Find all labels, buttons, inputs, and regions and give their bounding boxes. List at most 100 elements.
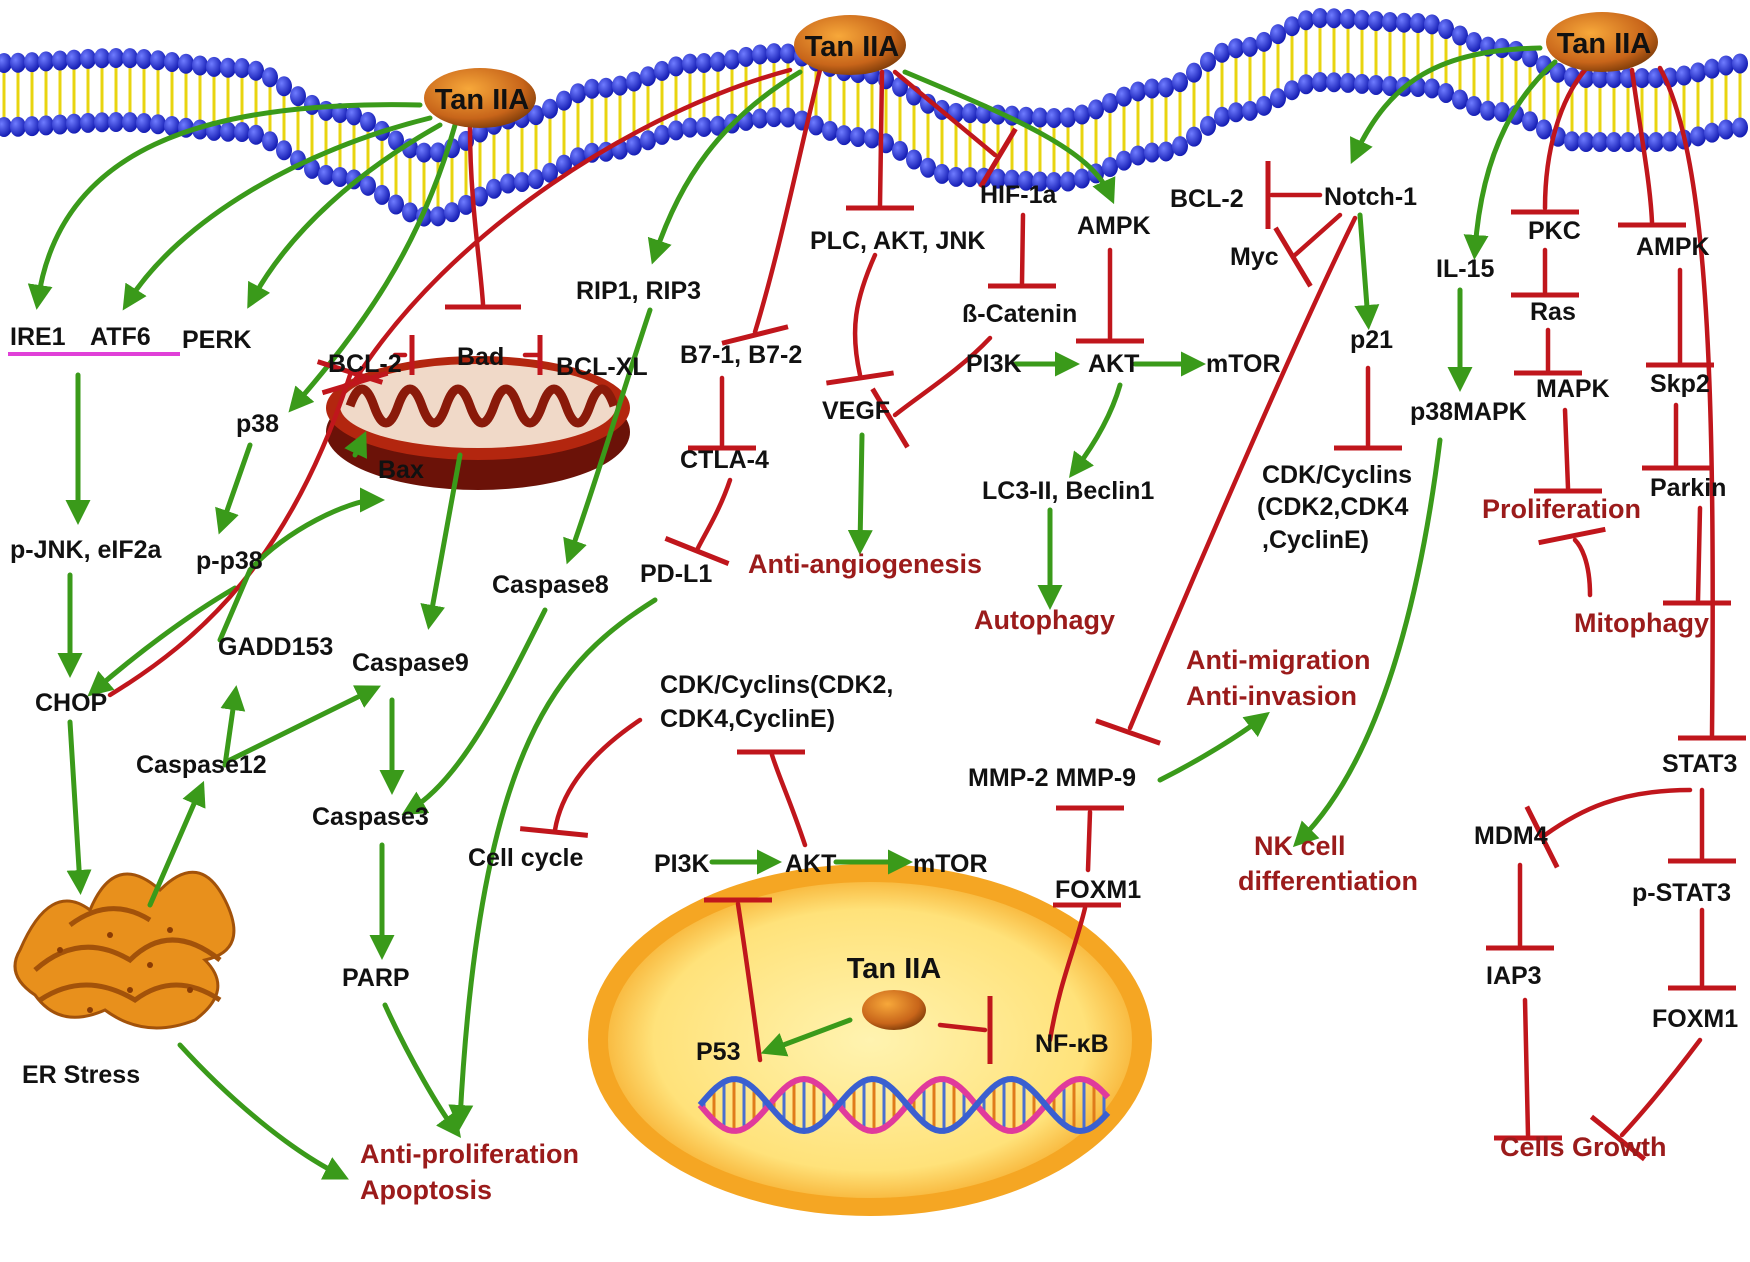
node-cdk-cyclins-right-1: CDK/Cyclins — [1262, 461, 1412, 489]
lipid-head — [640, 130, 656, 151]
lipid-head — [556, 154, 572, 175]
lipid-head — [710, 51, 726, 72]
lipid-head — [1606, 132, 1622, 152]
node-b7: B7-1, B7-2 — [680, 341, 802, 369]
lipid-head — [556, 90, 572, 111]
activation-arrow — [760, 1017, 853, 1057]
lipid-head — [1032, 107, 1048, 128]
lipid-head — [1060, 171, 1076, 192]
lipid-head — [1130, 145, 1146, 166]
lipid-head — [1606, 68, 1622, 88]
lipid-head — [416, 142, 432, 163]
node-myc: Myc — [1230, 243, 1279, 271]
activation-arrow — [87, 585, 238, 697]
activation-arrow — [27, 102, 423, 310]
lipid-head — [0, 52, 12, 73]
lipid-head — [1718, 119, 1734, 140]
lipid-head — [1214, 106, 1230, 127]
lipid-head — [1228, 102, 1244, 123]
lipid-head — [374, 184, 390, 205]
lipid-head — [164, 51, 180, 72]
inhibition-line — [1542, 67, 1588, 211]
inhibition-line — [552, 717, 643, 833]
activation-arrow — [215, 442, 253, 535]
lipid-head — [1116, 86, 1132, 107]
outcome-proliferation: Proliferation — [1482, 494, 1641, 524]
lipid-head — [1396, 12, 1412, 33]
lipid-head — [1284, 16, 1300, 37]
node-p38mapk: p38MAPK — [1410, 398, 1527, 426]
node-cdk-cyclins-center-2: CDK4,CyclinE) — [660, 705, 835, 733]
node-p53: P53 — [696, 1038, 740, 1066]
node-foxm1-center: FOXM1 — [1055, 876, 1141, 904]
node-parkin: Parkin — [1650, 474, 1726, 502]
lipid-head — [430, 142, 446, 163]
inhibition-bar — [519, 826, 589, 838]
inhibition-line — [1085, 809, 1093, 873]
lipid-head — [122, 48, 138, 69]
activation-arrow — [448, 597, 658, 1130]
lipid-head — [486, 178, 502, 199]
lipid-head — [1060, 107, 1076, 128]
lipid-head — [1284, 80, 1300, 101]
lipid-head — [752, 108, 768, 129]
activation-arrow — [647, 69, 803, 265]
lipid-head — [1690, 62, 1706, 83]
lipid-head — [1732, 117, 1748, 138]
lipid-head — [1690, 126, 1706, 147]
lipid-head — [1326, 72, 1342, 93]
lipid-head — [948, 166, 964, 187]
activation-arrow — [247, 122, 443, 309]
lipid-head — [1158, 141, 1174, 162]
lipid-head — [1536, 119, 1552, 140]
lipid-head — [10, 116, 26, 137]
node-labels: IRE1 ATF6 PERK p-JNK, eIF2a CHOP p38 p-p… — [10, 181, 1738, 1089]
lipid-head — [850, 126, 866, 147]
lipid-head — [1256, 95, 1272, 116]
node-pkc: PKC — [1528, 217, 1581, 245]
lipid-head — [1368, 10, 1384, 31]
node-pi3k-bottom: PI3K — [654, 850, 710, 878]
lipid-head — [1466, 96, 1482, 117]
lipid-head — [402, 202, 418, 223]
inhibition-line — [1695, 505, 1703, 603]
pathway-edges — [27, 45, 1746, 1180]
lipid-head — [1172, 136, 1188, 157]
node-stat3: STAT3 — [1662, 750, 1737, 778]
node-ras: Ras — [1530, 298, 1576, 326]
lipid-head — [234, 122, 250, 143]
activation-arrow — [847, 432, 873, 555]
lipid-head — [640, 66, 656, 87]
lipid-head — [1424, 14, 1440, 35]
lipid-head — [696, 116, 712, 137]
lipid-head — [332, 167, 348, 187]
lipid-head — [276, 76, 292, 97]
lipid-head — [836, 125, 852, 146]
activation-arrow — [147, 780, 206, 908]
inhibition-line — [1292, 212, 1343, 258]
lipid-head — [920, 157, 936, 178]
lipid-head — [52, 114, 68, 135]
lipid-head — [24, 116, 40, 137]
lipid-head — [1494, 102, 1510, 123]
inhibition-line — [937, 1022, 988, 1033]
inhibition-line — [769, 752, 808, 848]
lipid-head — [654, 60, 670, 81]
node-pjnk-eif2a: p-JNK, eIF2a — [10, 536, 163, 564]
activation-arrow — [288, 122, 458, 413]
node-cdk-cyclins-right-3: ,CyclinE) — [1262, 526, 1369, 554]
inhibition-line — [695, 477, 733, 551]
dna-helix-icon — [697, 1075, 1111, 1135]
lipid-head — [1732, 53, 1748, 74]
lipid-head — [1242, 36, 1258, 57]
node-notch1: Notch-1 — [1324, 183, 1417, 211]
node-il15: IL-15 — [1436, 255, 1494, 283]
node-ampk-right: AMPK — [1636, 233, 1710, 261]
node-hif1a: HIF-1a — [980, 181, 1058, 209]
node-cdk-cyclins-right-2: (CDK2,CDK4 — [1257, 493, 1409, 521]
lipid-head — [528, 169, 544, 190]
activation-arrow — [122, 115, 433, 311]
node-mtor-bottom: mTOR — [913, 850, 988, 878]
activation-arrow — [563, 307, 653, 565]
lipid-head — [248, 60, 264, 81]
